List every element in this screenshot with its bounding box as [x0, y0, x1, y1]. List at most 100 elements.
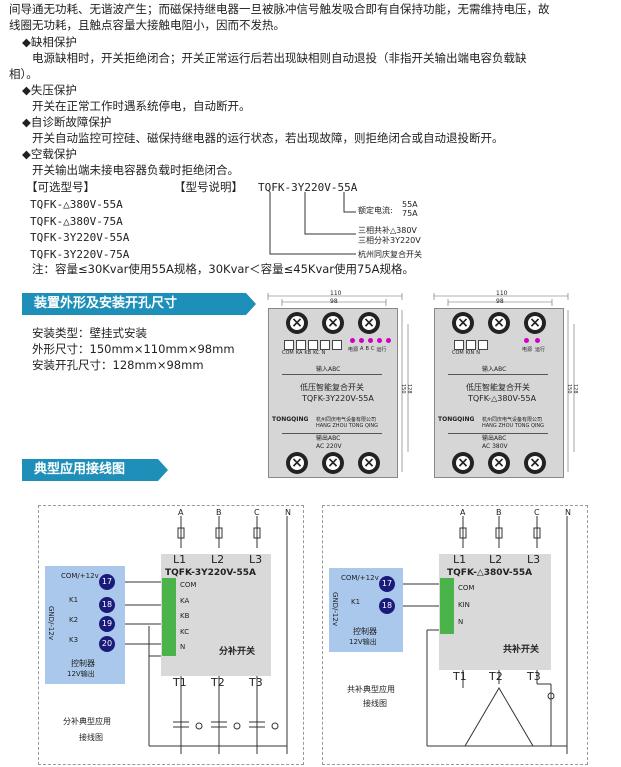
input-terminal-label: L2 [489, 553, 503, 566]
section-wiring-title: 典型应用接线图 [22, 459, 168, 481]
led-label: C [370, 346, 375, 352]
dim-hole-width: 98 [496, 298, 504, 305]
terminal-icon [478, 340, 488, 350]
brand-logo: TONGQING [438, 416, 475, 423]
terminal-labels: COM KA KB KC N [282, 350, 325, 356]
controller-output-label: 12V输出 [67, 670, 95, 678]
switch-body [439, 554, 551, 670]
optional-models-title: 【可选型号】 [26, 180, 95, 194]
controller-pin-number: 18 [379, 598, 395, 614]
screw-icon [322, 452, 344, 474]
model-item: TQFK-3Y220V-55A [30, 231, 130, 244]
output-terminal-label: T3 [249, 676, 263, 689]
phase-label: A [178, 508, 184, 517]
controller-pin-number: 19 [99, 616, 115, 632]
company-name: 杭州同庆电气设备有限公司 [482, 417, 543, 423]
output-terminal-label: T1 [453, 670, 467, 683]
pin-label: KB [180, 612, 190, 620]
pin-label: COM [458, 584, 475, 592]
gnd-label: GND/-12v [47, 606, 55, 640]
install-hole: 安装开孔尺寸：128mm×98mm [32, 358, 204, 372]
controller-label: 控制器 [353, 627, 377, 636]
led-row [350, 338, 391, 343]
terminal-label: KB [304, 350, 312, 356]
section-install-title: 装置外形及安装开孔尺寸 [22, 293, 256, 315]
output-label: 输出ABC [482, 435, 507, 442]
protection-desc: 开关自动监控可控硅、磁保持继电器的运行状态，若出现故障，则拒绝闭合或自动退投断开… [32, 131, 504, 145]
switch-body [161, 554, 271, 676]
caption-line: 分补典型应用 [63, 717, 111, 726]
explain-type1: 三相共补△380V [358, 226, 417, 235]
gnd-label: GND/-12v [331, 592, 339, 626]
terminal-icon [284, 340, 294, 350]
phase-label: N [565, 508, 571, 517]
terminal-icon [332, 340, 342, 350]
pin-labels: COM KIN N [458, 580, 474, 631]
company-name: 杭州同庆电气设备有限公司 [316, 417, 377, 423]
output-terminal-label: T3 [527, 670, 541, 683]
device-drawing-2: 110 98 COM KIN N 电源 运行 输入ABC 低压智能复合开关 TQ… [428, 290, 578, 480]
device-model: TQFK-3Y220V-55A [302, 394, 374, 403]
led-label: B [365, 346, 369, 352]
led-label: 运行 [376, 347, 387, 353]
explain-brand: 杭州同庆复合开关 [358, 250, 422, 259]
model-list: TQFK-△380V-55A TQFK-△380V-75A TQFK-3Y220… [30, 197, 129, 263]
output-terminal-label: T2 [489, 670, 503, 683]
current-value: 55A [402, 200, 418, 209]
protection-title: ◆空载保护 [22, 147, 77, 161]
led-icon [377, 338, 382, 343]
screw-icon [358, 312, 380, 334]
controller-pin-label: K1 [351, 598, 361, 606]
controller-pin-label: K1 [69, 596, 79, 604]
controller-output-label: 12V输出 [349, 638, 377, 646]
terminal-icon [454, 340, 464, 350]
explain-current-values: 55A 75A [402, 200, 418, 218]
install-type: 安装类型：壁挂式安装 [32, 326, 147, 340]
terminal-label: N [321, 350, 326, 356]
switch-label: 共补开关 [503, 645, 540, 655]
device-drawing-1: 110 98 COM KA KB KC N 电源 A B C 运行 输入ABC … [262, 290, 412, 480]
current-value: 75A [402, 209, 418, 218]
terminal-block [440, 578, 454, 634]
protection-title: ◆缺相保护 [22, 35, 77, 49]
device-name: 低压智能复合开关 [300, 383, 364, 392]
input-terminal-label: L1 [173, 553, 187, 566]
led-label: A [360, 346, 364, 352]
screw-icon [322, 312, 344, 334]
terminal-icon [466, 340, 476, 350]
controller-pin-label: K2 [69, 616, 79, 624]
model-item: TQFK-△380V-55A [30, 198, 123, 211]
led-icon [359, 338, 364, 343]
controller-label: 控制器 [71, 659, 95, 668]
explain-type2: 三相分补3Y220V [358, 236, 421, 245]
terminal-label: KIN [465, 350, 475, 356]
pin-label: COM [180, 581, 197, 589]
terminal-icon [308, 340, 318, 350]
intro-line: 间导通无功耗、无谐波产生；而磁保持继电器一旦被脉冲信号触发吸合即有自保持功能，无… [9, 2, 550, 16]
output-terminal-label: T1 [173, 676, 187, 689]
dim-width: 110 [496, 290, 508, 297]
led-label: 电源 [522, 347, 533, 353]
pin-label: N [180, 643, 186, 651]
input-terminal-label: L3 [249, 553, 263, 566]
terminal-labels: COM KIN N [452, 350, 480, 356]
terminal-label: COM [452, 350, 464, 356]
device-body [268, 308, 398, 478]
dim-width: 110 [330, 290, 342, 297]
led-icon [386, 338, 391, 343]
model-explain-lines [269, 192, 356, 255]
dim-height: 150 [400, 384, 406, 394]
screw-icon [524, 312, 546, 334]
output-label: 输出ABC [316, 435, 341, 442]
model-example: TQFK-3Y220V-55A [258, 181, 358, 194]
intro-paragraph: 间导通无功耗、无谐波产生；而磁保持继电器一旦被脉冲信号触发吸合即有自保持功能，无… [9, 2, 614, 33]
dim-hole-height: 128 [406, 384, 412, 394]
screw-icon [488, 452, 510, 474]
terminal-block [162, 578, 176, 656]
protection-desc: 开关输出端未接电容器负载时拒绝闭合。 [32, 163, 239, 177]
controller-pin-label: K3 [69, 636, 79, 644]
controller-pin-number: 18 [99, 597, 115, 613]
dim-hole-width: 98 [330, 298, 338, 305]
pin-label: KIN [458, 601, 470, 609]
led-label: 运行 [535, 347, 546, 353]
